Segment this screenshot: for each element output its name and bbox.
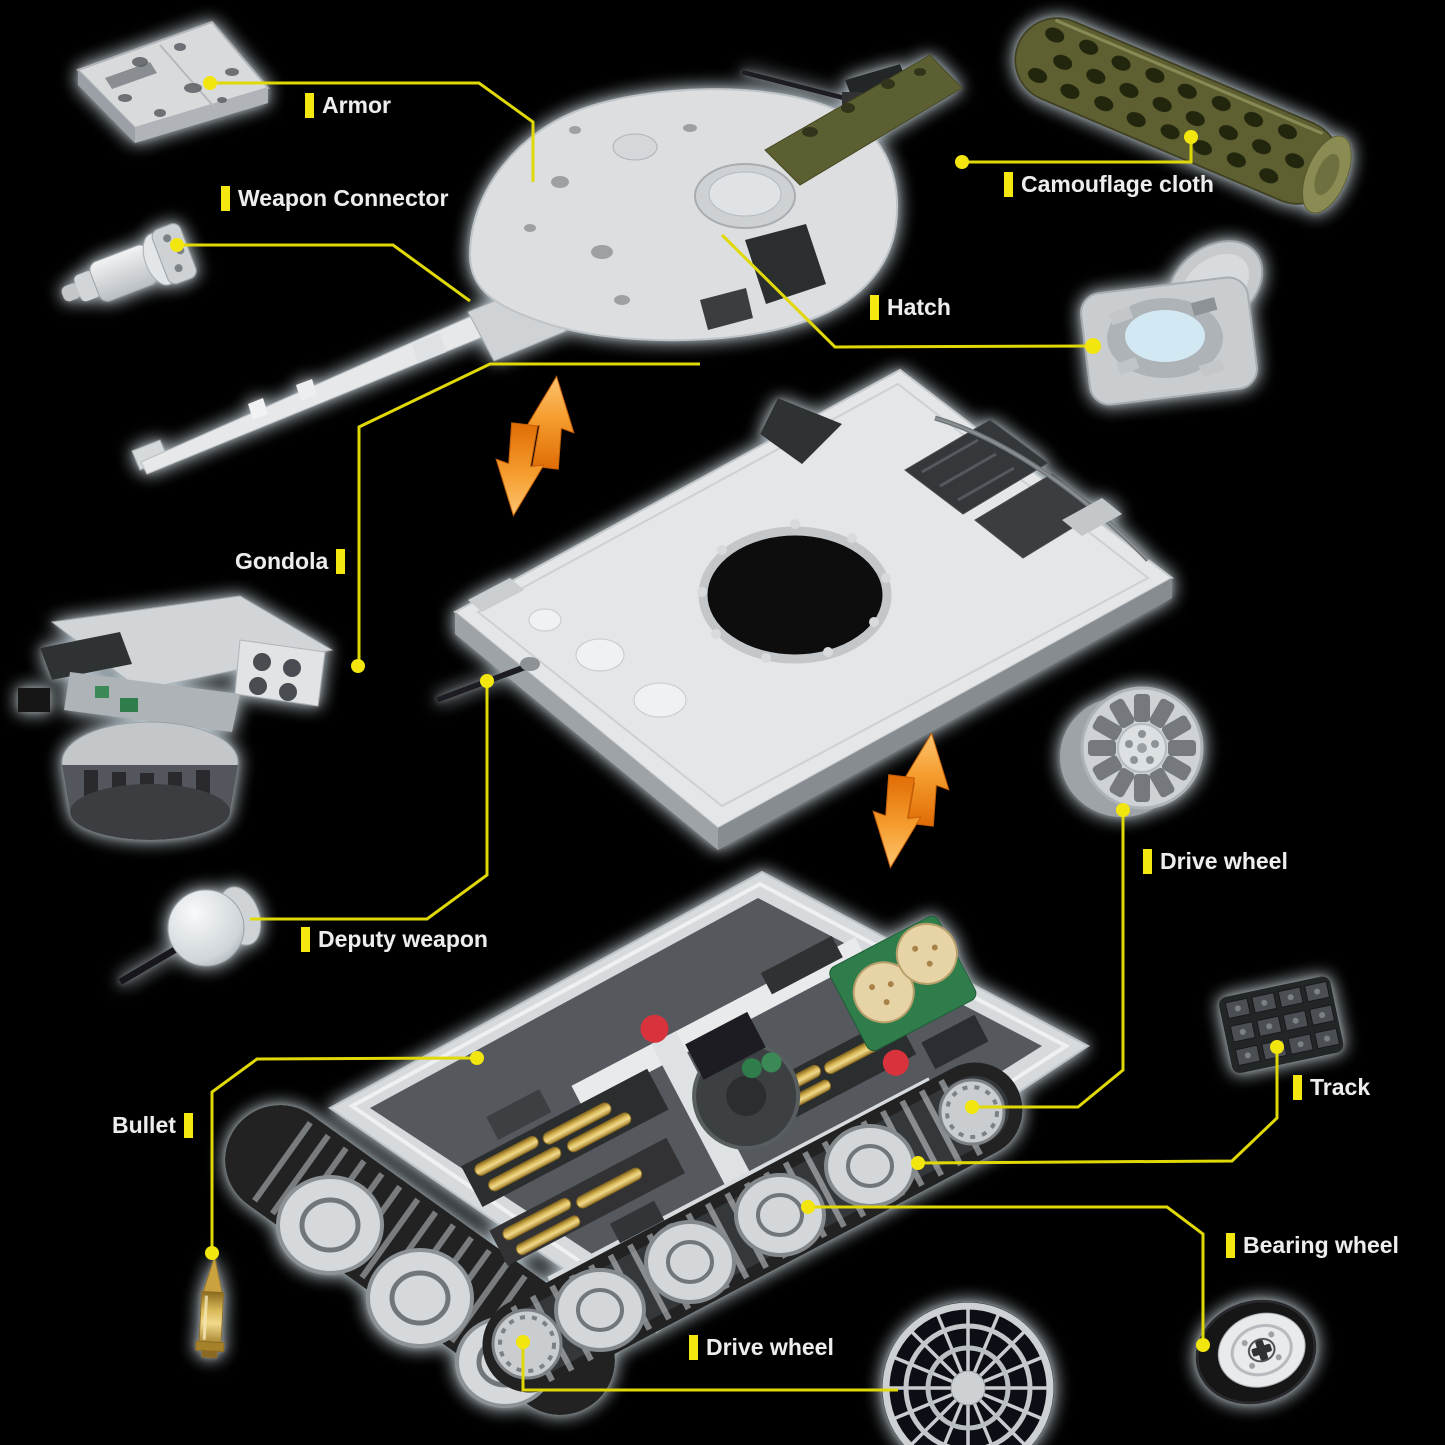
hull-deck-part	[435, 368, 1174, 850]
label-deputy-weapon-text: Deputy weapon	[318, 926, 488, 952]
label-drive-wheel-upper: Drive wheel	[1143, 848, 1288, 875]
bullet-part	[195, 1254, 225, 1359]
accent-bar-icon	[1143, 849, 1152, 874]
deputy-weapon-part	[118, 886, 262, 986]
label-camouflage-cloth: Camouflage cloth	[1004, 171, 1214, 198]
accent-bar-icon	[870, 295, 879, 320]
leader-hatch	[720, 233, 1094, 349]
label-deputy-weapon: Deputy weapon	[301, 926, 488, 953]
label-drive-wheel-lower: Drive wheel	[689, 1334, 834, 1361]
leader-camouflage-cloth	[962, 137, 1193, 164]
leader-track	[917, 1047, 1279, 1165]
accent-bar-icon	[1004, 172, 1013, 197]
label-armor-text: Armor	[322, 92, 392, 118]
leader-armor	[210, 81, 535, 182]
accent-bar-icon	[689, 1335, 698, 1360]
accent-bar-icon	[336, 549, 346, 574]
label-bullet-text: Bullet	[112, 1112, 176, 1138]
leader-drive-wheel-lower	[521, 1342, 898, 1392]
leader-bullet	[210, 1056, 478, 1253]
gondola-part	[18, 595, 334, 840]
leader-gondola	[357, 362, 700, 666]
chassis-part	[225, 870, 1090, 1415]
label-drive-wheel-lower-text: Drive wheel	[706, 1334, 834, 1360]
label-track-text: Track	[1310, 1074, 1371, 1100]
label-bullet: Bullet	[112, 1112, 193, 1139]
label-camouflage-cloth-text: Camouflage cloth	[1021, 171, 1214, 197]
accent-bar-icon	[1226, 1233, 1235, 1258]
accent-bar-icon	[221, 186, 230, 211]
label-weapon-connector: Weapon Connector	[221, 185, 448, 212]
label-gondola-text: Gondola	[235, 548, 329, 574]
accent-bar-icon	[183, 1113, 193, 1138]
accent-bar-icon	[301, 927, 310, 952]
assembly-arrows-top	[489, 372, 581, 520]
leader-dots	[170, 76, 1284, 1352]
drive-wheel-lower-part	[882, 1302, 1054, 1445]
label-armor: Armor	[305, 92, 391, 119]
drive-wheel-upper-part	[1060, 686, 1204, 817]
leader-drive-wheel-upper	[972, 810, 1125, 1109]
camouflage-cloth-part	[1014, 16, 1352, 214]
label-hatch: Hatch	[870, 294, 951, 321]
bearing-wheel-part	[1195, 1299, 1317, 1405]
label-drive-wheel-upper-text: Drive wheel	[1160, 848, 1288, 874]
accent-bar-icon	[1293, 1075, 1302, 1100]
label-bearing-wheel: Bearing wheel	[1226, 1232, 1399, 1259]
label-bearing-wheel-text: Bearing wheel	[1243, 1232, 1399, 1258]
label-hatch-text: Hatch	[887, 294, 951, 320]
hatch-part	[1080, 240, 1264, 406]
turret-part	[131, 54, 963, 475]
accent-bar-icon	[305, 93, 314, 118]
weapon-connector-part	[61, 223, 197, 302]
leader-deputy-weapon	[250, 681, 489, 921]
label-track: Track	[1293, 1074, 1370, 1101]
leader-bearing-wheel	[808, 1205, 1205, 1345]
leader-lines	[177, 81, 1279, 1392]
track-piece-part	[1218, 976, 1344, 1074]
label-gondola: Gondola	[235, 548, 346, 575]
label-weapon-connector-text: Weapon Connector	[238, 185, 449, 211]
leader-weapon-connector	[177, 243, 471, 303]
armor-plate-part	[76, 20, 270, 143]
